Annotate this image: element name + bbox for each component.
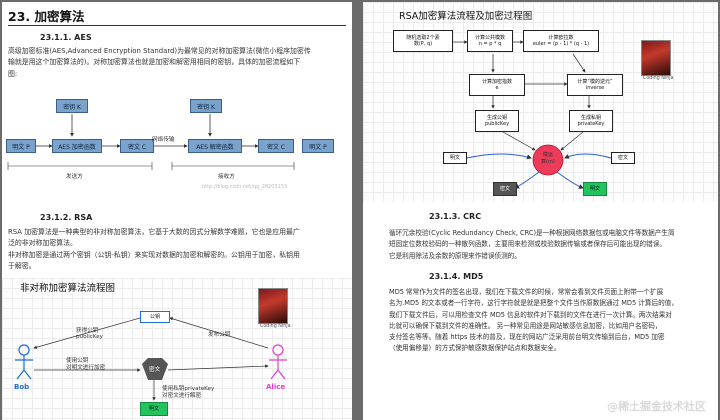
crc-line-3: 它是利用除法及余数的原理来作错误侦测的。 — [389, 251, 521, 260]
section-heading: 23. 加密算法 — [8, 9, 85, 24]
aes-ciphertext-right: 密文 C — [258, 139, 294, 153]
md5-line-4: 比就可以确保下载到文件的准确性。 另一种常见用途是网站敏感信息加密，比如用户名密… — [389, 321, 662, 330]
rsa-line-1: RSA 加密算法是一种典型的非对称加密算法，它基于大数的因式分解数学难题，它也是… — [8, 228, 300, 236]
aes-ciphertext-left: 密文 C — [120, 139, 154, 153]
modular-operation-line1: 模运 — [542, 152, 553, 158]
md5-line-6: （使用偏移量）的方式保护敏感数据保护站点和数据安全。 — [389, 344, 561, 353]
rsa-step7-line1: 生成私钥 — [580, 114, 601, 121]
rsa-step5-line1: 计算“模的逆元” — [577, 78, 613, 85]
rsa-step6-line1: 生成公钥 — [486, 114, 507, 121]
get-public-key-label-2: publicKey — [76, 334, 103, 340]
crc-line-1: 循环冗余校验(Cyclic Redundancy Check, CRC)是一种根… — [389, 229, 675, 237]
network-transfer-label: 网络传输 — [152, 137, 175, 143]
aes-line-3: 图: — [8, 69, 18, 78]
md5-heading: 23.1.4. MD5 — [429, 272, 484, 281]
rsa-ciphertext-bottom: 密文 — [493, 182, 517, 196]
md5-line-5: 支付签名等等。随着 https 技术的普及，现在的网站广泛采用前台明文传输到后台… — [389, 333, 665, 342]
md5-line-2: 名为.MD5 的文本或者一行字符，这行字符就是就是把整个文件当作原数据通过 MD… — [389, 299, 678, 308]
rsa-step3-line1: 计算欧拉数 — [548, 34, 574, 41]
aes-key-left: 密钥 K — [56, 99, 88, 113]
rsa-line-4: 于解密。 — [8, 261, 36, 270]
modular-operation-node: 模运 算(m) — [541, 152, 555, 165]
heading-divider — [8, 25, 346, 26]
rsa-flow-diagram: RSA加密算法流程及加密过程图 Coding Ninja 随机选取2个素数(P,… — [363, 2, 718, 202]
md5-paragraph: MD5 常常作为文件的签名出现，我们在下载文件的时候，常常会看到文件页面上附带一… — [389, 287, 715, 355]
avatar-caption-right: Coding Ninja — [643, 76, 674, 81]
author-avatar-right — [641, 40, 671, 76]
alice-label: Alice — [266, 383, 286, 391]
plaintext-node: 明文 — [140, 402, 168, 416]
md5-line-3: 我们下载文件后，可以用检查文件 MD5 信息的软件对下载到的文件在进行一次计算。… — [389, 310, 672, 319]
asymmetric-diagram-arrows — [15, 317, 287, 401]
aes-diagram-watermark: http://blog.csdn.net/qq_28205153 — [202, 184, 288, 190]
get-public-key-label: 获得公钥 — [76, 328, 99, 334]
crc-line-2: 短固定位数校验码的一种散列函数，主要用来检测或校验数据传输或者保存后可能出现的错… — [389, 240, 666, 249]
site-watermark: @稀土掘金技术社区 — [607, 400, 706, 413]
publish-public-key-label: 发布公钥 — [208, 332, 231, 338]
crc-heading: 23.1.3. CRC — [429, 212, 482, 221]
sender-label: 发送方 — [66, 174, 83, 180]
rsa-paragraph: RSA 加密算法是一种典型的非对称加密算法，它基于大数的因式分解数学难题，它也是… — [8, 227, 348, 272]
rsa-plaintext-left: 明文 — [443, 152, 467, 164]
rsa-step2-line1: 计算公共模数 — [474, 34, 505, 41]
rsa-step-choose-primes: 随机选取2个素数(P, q) — [393, 30, 453, 52]
aes-encrypt-function: AES 加密函数 — [52, 139, 102, 153]
bob-label: Bob — [14, 383, 30, 391]
avatar-caption: Coding Ninja — [260, 324, 291, 329]
rsa-step2-line2: n = p * q — [478, 41, 502, 47]
aes-diagram: 明文 P 密钥 K AES 加密函数 密文 C 网络传输 密钥 K AES 解密… — [2, 88, 352, 198]
rsa-step4-line2: e — [495, 85, 499, 91]
rsa-step4-line1: 计算加密指数 — [481, 78, 512, 85]
aes-heading: 23.1.1. AES — [40, 33, 92, 42]
use-private-key-label: 使用私钥privateKey — [162, 386, 215, 392]
aes-line-1: 高级加密标准(AES,Advanced Encryption Standard)… — [8, 47, 311, 55]
rsa-flow-arrows — [453, 40, 612, 189]
rsa-step7-line2: privateKey — [577, 121, 605, 127]
left-document-page: 23. 加密算法 23.1.1. AES 高级加密标准(AES,Advanced… — [2, 2, 352, 420]
aes-decrypt-function: AES 解密函数 — [188, 139, 242, 153]
rsa-step3-line2: euler = (p - 1) * (q - 1) — [532, 41, 590, 47]
rsa-ciphertext-right: 密文 — [611, 152, 635, 164]
rsa-heading: 23.1.2. RSA — [40, 213, 93, 222]
asymmetric-diagram-title: 非对称加密算法流程图 — [20, 283, 116, 294]
rsa-step5-line2: inverse — [585, 85, 605, 91]
use-public-key-label: 使用公钥 — [66, 358, 89, 364]
ciphertext-node: 密文 — [149, 367, 161, 373]
rsa-plaintext-bottom: 明文 — [583, 182, 607, 196]
md5-line-1: MD5 常常作为文件的签名出现，我们在下载文件的时候，常常会看到文件页面上附带一… — [389, 288, 664, 296]
aes-plaintext-right: 明文 P — [302, 139, 334, 153]
public-key-box: 公钥 — [140, 311, 170, 323]
modular-operation-line2: 算(m) — [541, 158, 555, 165]
crc-paragraph: 循环冗余校验(Cyclic Redundancy Check, CRC)是一种根… — [389, 228, 715, 262]
aes-line-2: 输就是用这个加密算法的)。对称加密算法也就是加密和解密用相同的密钥，具体的加密流… — [8, 58, 301, 67]
rsa-flow-title: RSA加密算法流程及加密过程图 — [399, 11, 533, 22]
use-public-key-label-2: 对明文进行加密 — [66, 365, 106, 371]
asymmetric-diagram: 非对称加密算法流程图 Coding Ninja — [2, 278, 352, 420]
rsa-step1-line1: 随机选取2个素 — [406, 34, 440, 41]
aes-diagram-arrows — [7, 114, 295, 170]
aes-key-right: 密钥 K — [190, 99, 222, 113]
rsa-step6-line2: publicKey — [484, 121, 510, 127]
receiver-label: 接收方 — [218, 174, 235, 180]
use-private-key-label-2: 对密文进行解密 — [162, 393, 202, 399]
rsa-line-3: 非对称加密是通过两个密钥（公钥-私钥）来实现对数据的加密和解密的。公钥用于加密，… — [8, 250, 300, 259]
aes-paragraph: 高级加密标准(AES,Advanced Encryption Standard)… — [8, 46, 348, 80]
author-avatar — [258, 288, 288, 324]
rsa-step-inverse: 计算“模的逆元”inverse — [567, 74, 623, 96]
aes-plaintext-left: 明文 P — [6, 139, 36, 153]
right-document-page: RSA加密算法流程及加密过程图 Coding Ninja 随机选取2个素数(P,… — [363, 2, 718, 420]
rsa-line-2: 泛的非对称加密算法。 — [8, 239, 77, 248]
rsa-step1-line2: 数(P, q) — [413, 41, 433, 47]
